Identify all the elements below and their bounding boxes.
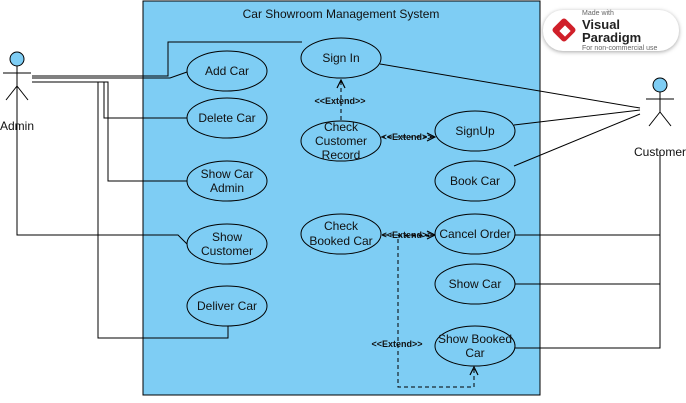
- use-case-show-booked-car[interactable]: Show Booked Car: [434, 325, 516, 367]
- use-case-show-customer[interactable]: Show Customer: [186, 223, 268, 265]
- use-case-add-car[interactable]: Add Car: [186, 50, 268, 92]
- svg-text:Show Booked: Show Booked: [438, 332, 512, 346]
- customer-associations: [379, 63, 661, 349]
- actor-customer[interactable]: [646, 77, 674, 127]
- extend-label-signup: <<Extend>>: [381, 132, 432, 142]
- svg-text:Booked Car: Booked Car: [309, 234, 372, 248]
- svg-text:Deliver Car: Deliver Car: [197, 299, 257, 313]
- badge-note: For non-commercial use: [581, 44, 658, 52]
- svg-text:SignUp: SignUp: [455, 124, 495, 138]
- use-case-signup[interactable]: SignUp: [434, 110, 516, 152]
- use-case-sign-in[interactable]: Sign In: [300, 37, 382, 79]
- svg-text:Delete Car: Delete Car: [198, 111, 255, 125]
- svg-text:Admin: Admin: [210, 181, 244, 195]
- use-case-deliver-car[interactable]: Deliver Car: [186, 285, 268, 327]
- svg-text:Customer: Customer: [315, 134, 367, 148]
- svg-text:Customer: Customer: [201, 244, 253, 258]
- svg-text:Cancel Order: Cancel Order: [439, 227, 510, 241]
- svg-text:Car: Car: [465, 346, 484, 360]
- svg-text:Sign In: Sign In: [322, 51, 359, 65]
- use-case-check-customer-record[interactable]: Check Customer Record: [300, 120, 382, 162]
- actor-admin-label: Admin: [0, 119, 34, 133]
- actor-admin[interactable]: [3, 51, 31, 101]
- svg-text:Check: Check: [324, 120, 359, 134]
- svg-text:Show: Show: [212, 230, 242, 244]
- customer-head-icon: [652, 77, 668, 93]
- svg-text:Add Car: Add Car: [205, 64, 249, 78]
- svg-text:Show Car: Show Car: [201, 167, 254, 181]
- actor-customer-label: Customer: [634, 145, 686, 159]
- svg-text:Book Car: Book Car: [450, 174, 500, 188]
- svg-text:Record: Record: [322, 148, 361, 162]
- use-case-show-car-admin[interactable]: Show Car Admin: [186, 160, 268, 202]
- badge-brand: Visual Paradigm: [581, 16, 642, 45]
- extend-label-cancel: <<Extend>>: [381, 230, 432, 240]
- extend-relations: [341, 80, 474, 388]
- use-case-check-booked-car[interactable]: Check Booked Car: [300, 213, 382, 255]
- use-case-book-car[interactable]: Book Car: [434, 160, 516, 202]
- badge-made-with: Made with: [581, 9, 614, 17]
- visual-paradigm-logo-icon: [551, 16, 577, 44]
- visual-paradigm-badge: Made with Visual Paradigm For non-commer…: [543, 9, 679, 52]
- svg-text:Check: Check: [324, 219, 359, 233]
- svg-text:Show Car: Show Car: [449, 277, 502, 291]
- admin-head-icon: [9, 51, 25, 67]
- extend-label-showbooked: <<Extend>>: [371, 339, 422, 349]
- extend-label-signin: <<Extend>>: [314, 96, 365, 106]
- use-case-delete-car[interactable]: Delete Car: [186, 97, 268, 139]
- use-case-cancel-order[interactable]: Cancel Order: [434, 213, 516, 255]
- system-title: Car Showroom Management System: [243, 7, 440, 21]
- admin-associations: [16, 41, 302, 339]
- use-case-show-car[interactable]: Show Car: [434, 263, 516, 305]
